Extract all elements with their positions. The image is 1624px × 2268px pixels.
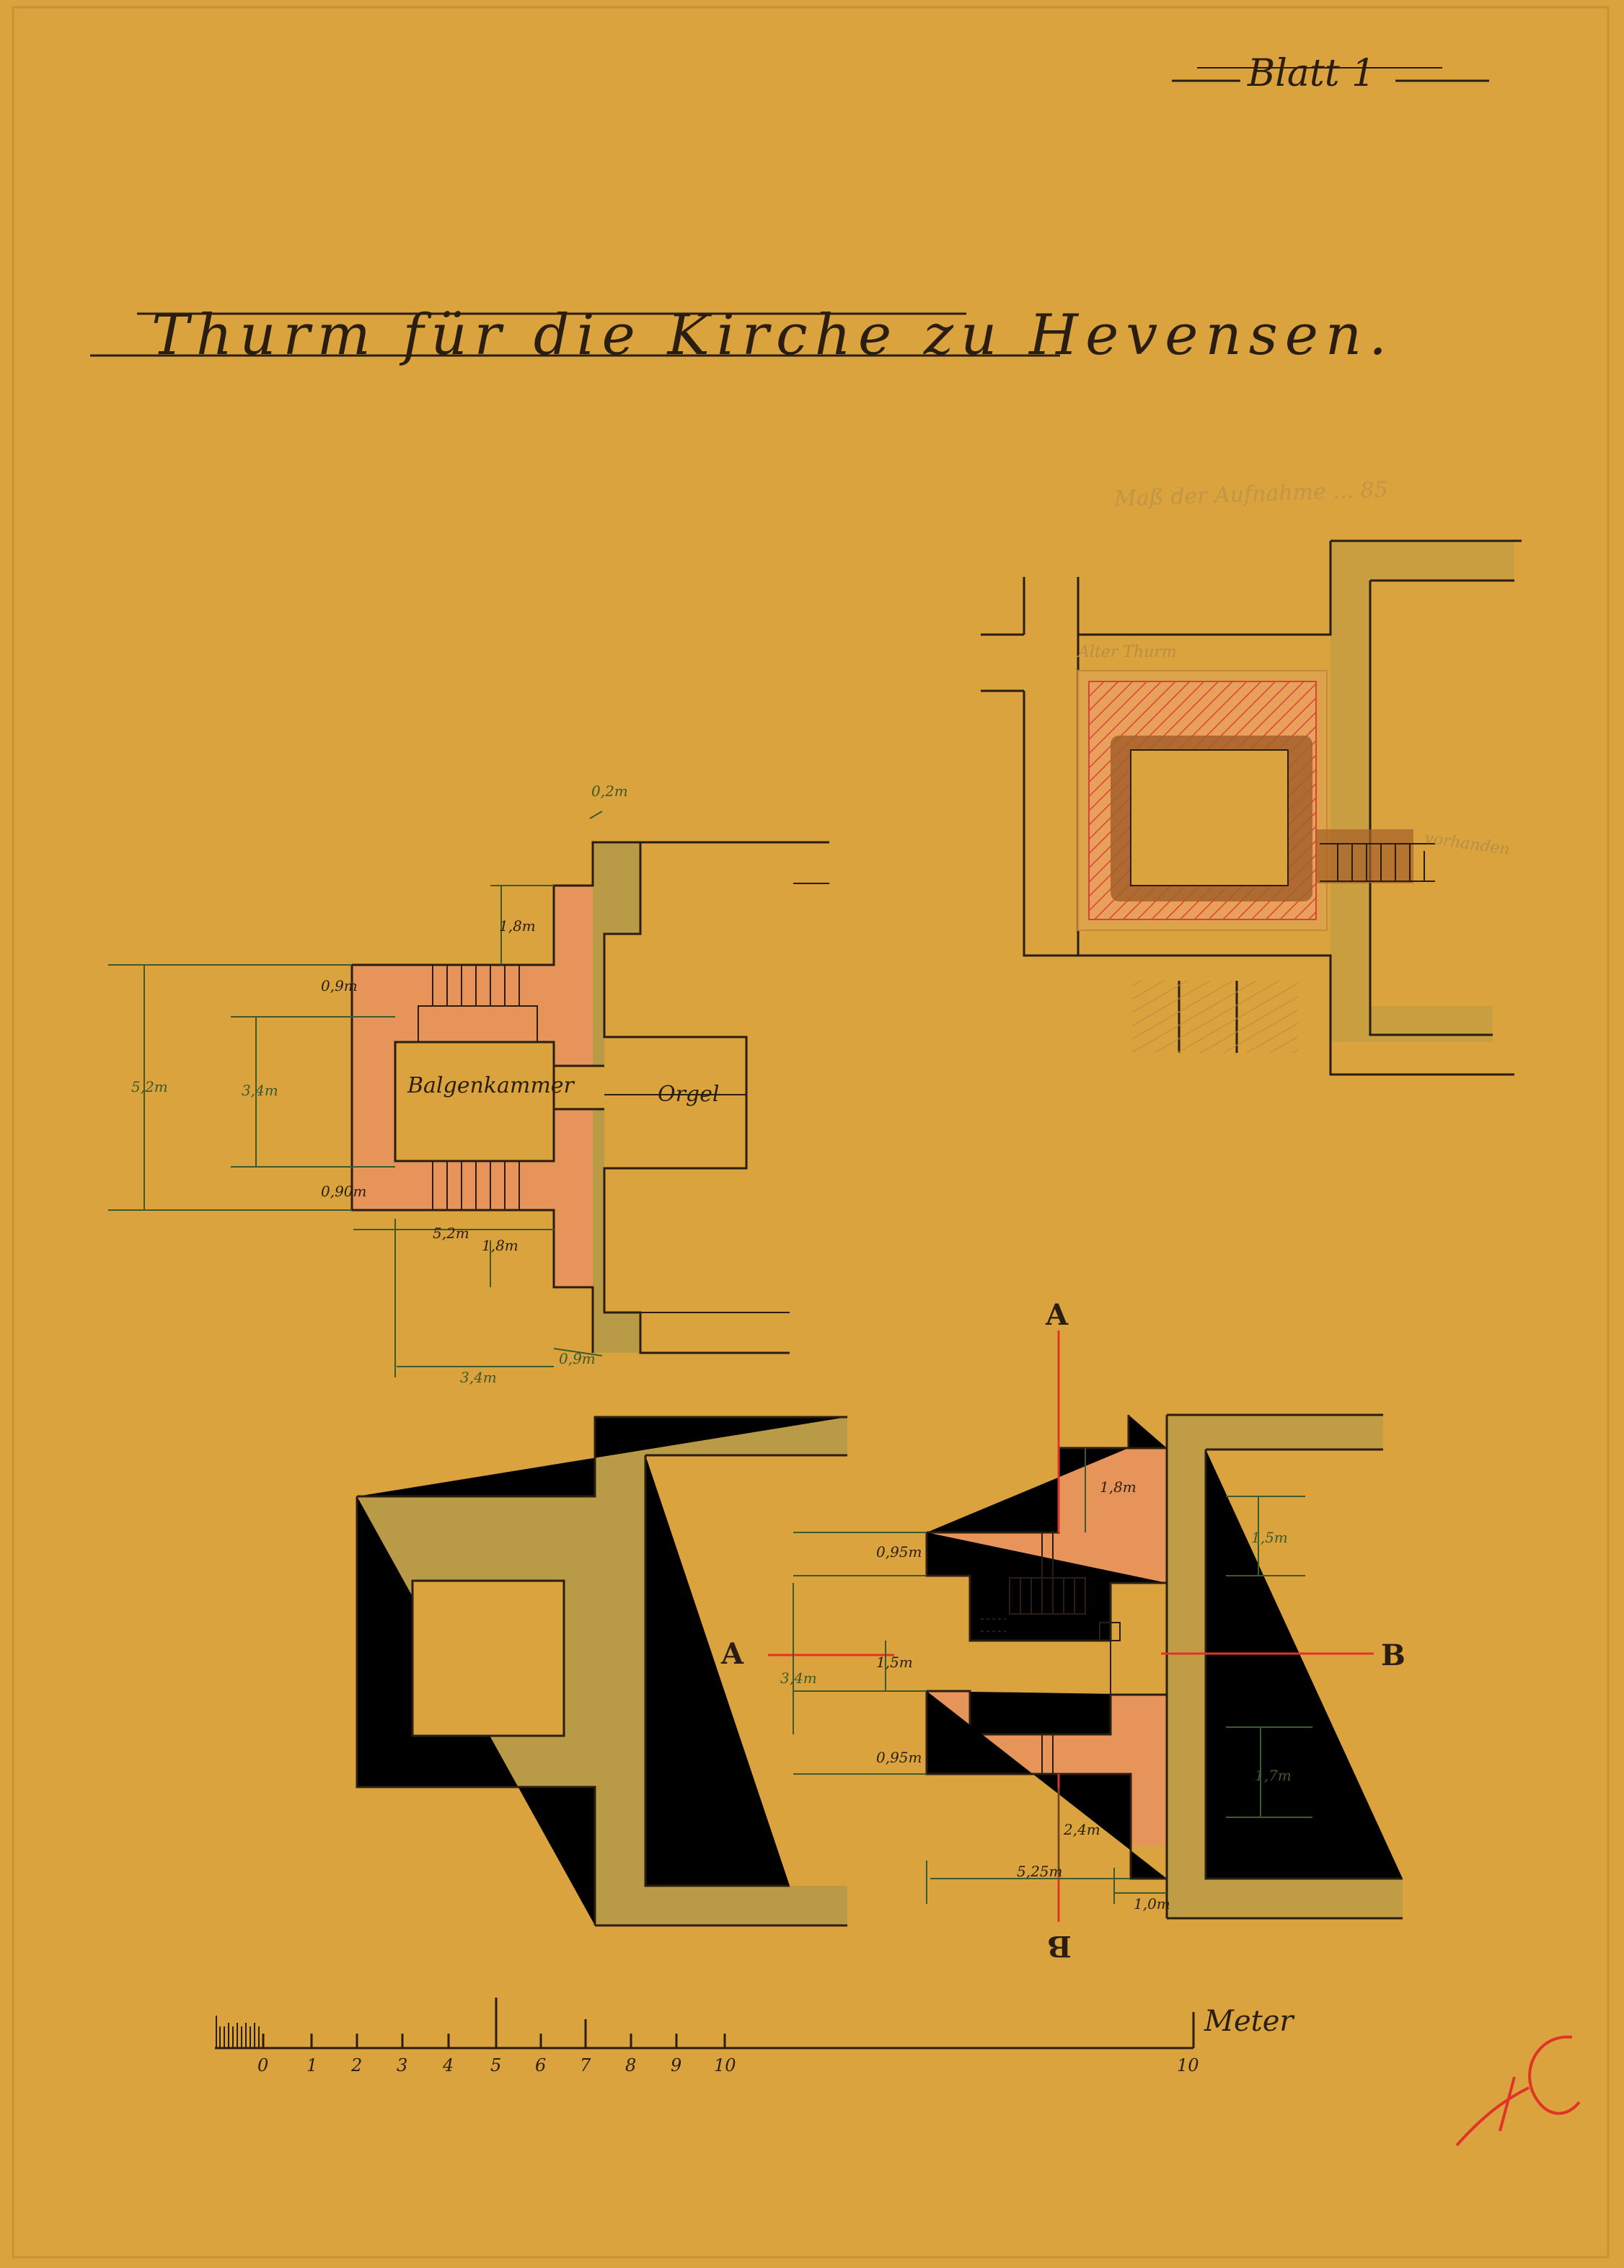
section-mark-b-right: B	[1381, 1638, 1405, 1672]
dim-label: 0,9m	[559, 1350, 596, 1367]
scale-label: 3	[397, 2055, 408, 2075]
paper-edge	[12, 6, 1610, 2259]
plan-existing-tower	[981, 539, 1522, 1076]
dim-label: 1,8m	[482, 1237, 518, 1254]
dim-label: 5,2m	[131, 1078, 168, 1095]
room-label-orgel: Orgel	[658, 1082, 720, 1107]
dim-label: 1,8m	[1100, 1478, 1137, 1496]
dim-label: 0,95m	[876, 1749, 922, 1766]
plan-section-ab	[768, 1331, 1403, 1922]
room-label-balgenkammer: Balgenkammer	[407, 1073, 574, 1098]
dim-label: 0,9m	[321, 977, 358, 994]
scale-label: 2	[351, 2055, 363, 2075]
section-mark-a-left: A	[721, 1637, 744, 1671]
scale-unit: Meter	[1204, 2005, 1294, 2038]
title-rules	[90, 312, 1060, 357]
plan-balgenkammer	[108, 811, 829, 1377]
plan-ground-floor	[356, 1416, 847, 1927]
scale-label: 10	[1177, 2055, 1199, 2075]
dim-label: 5,2m	[433, 1225, 469, 1242]
pencil-label-old-tower: Alter Thurm	[1078, 643, 1177, 661]
dim-label: 1,0m	[1134, 1895, 1170, 1912]
dim-label: 1,5m	[876, 1654, 913, 1671]
drawing-title: Thurm für die Kirche zu Hevensen.	[151, 303, 1394, 368]
scale-label: 8	[625, 2055, 637, 2075]
dim-label: 0,95m	[876, 1543, 922, 1561]
section-mark-b-bottom: B	[1047, 1929, 1072, 1963]
dim-label: 2,4m	[1064, 1821, 1100, 1838]
dim-label: 3,4m	[460, 1369, 497, 1386]
scale-label: 4	[443, 2055, 454, 2075]
scale-label: 1	[306, 2055, 318, 2075]
dim-label: 0,2m	[591, 782, 628, 800]
red-monogram-signature	[1455, 2035, 1581, 2147]
dim-label: 1,5m	[1251, 1529, 1288, 1546]
scale-label: 7	[580, 2055, 591, 2075]
dim-label: 0,90m	[321, 1183, 367, 1200]
scale-bar	[215, 1998, 1195, 2049]
scale-label: 5	[490, 2055, 502, 2075]
section-mark-a-top: A	[1046, 1298, 1069, 1332]
sheet-label-rules	[1172, 67, 1489, 82]
scale-label: 6	[535, 2055, 547, 2075]
dim-label: 1,8m	[499, 917, 536, 935]
scale-label: 0	[257, 2055, 269, 2075]
sheet-label: Blatt 1	[1248, 52, 1376, 95]
dim-label: 5,25m	[1017, 1863, 1063, 1880]
dim-label: 3,4m	[242, 1082, 278, 1099]
scale-label: 10	[714, 2055, 736, 2075]
dim-label: 1,7m	[1255, 1767, 1292, 1784]
dim-label: 3,4m	[780, 1669, 817, 1687]
scale-label: 9	[671, 2055, 682, 2075]
